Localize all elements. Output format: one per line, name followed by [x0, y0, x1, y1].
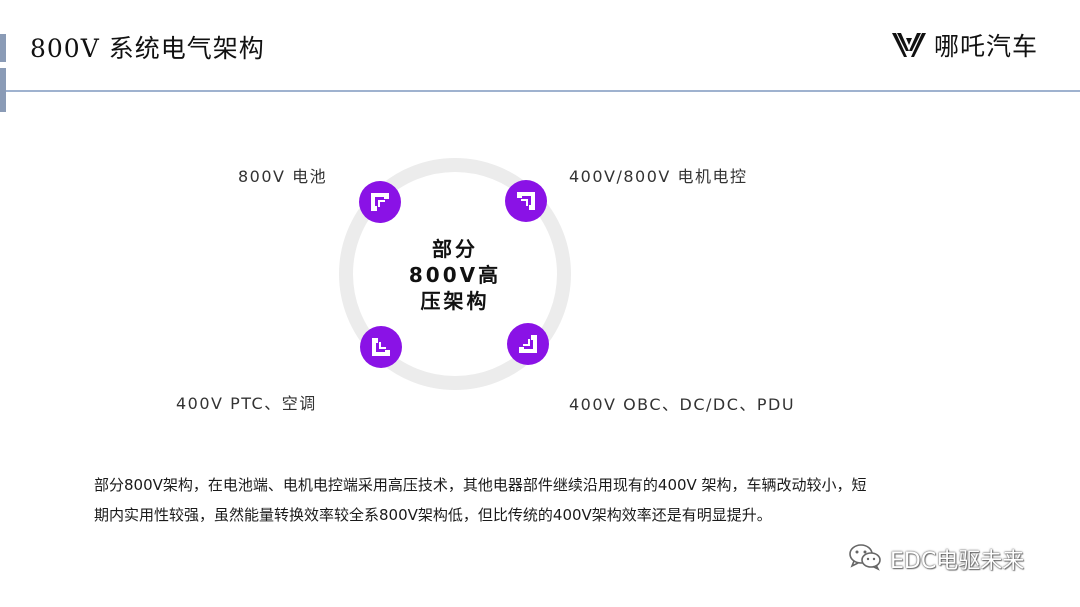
corner-arrow-top-right-icon: [517, 192, 535, 210]
corner-arrow-bottom-left-icon: [372, 338, 390, 356]
node-label-ptc-ac: 400V PTC、空调: [176, 394, 317, 413]
node-badge-bottom-right: [507, 323, 549, 365]
watermark-text: EDC电驱未来: [890, 549, 1025, 574]
slide-title: 800V 系统电气架构: [30, 34, 265, 63]
node-label-motor-controller: 400V/800V 电机电控: [569, 167, 748, 186]
watermark: EDC电驱未来: [848, 543, 1024, 575]
description-line: 期内实用性较强，虽然能量转换效率较全系800V架构低，但比传统的400V架构效率…: [94, 506, 772, 524]
node-badge-top-left: [359, 181, 401, 223]
nezha-wings-logo-icon: [890, 30, 928, 60]
center-line: 800V高: [408, 263, 502, 287]
wechat-icon: [848, 543, 882, 575]
side-accent-bar: [0, 68, 6, 112]
node-label-battery: 800V 电池: [238, 167, 328, 186]
node-badge-bottom-left: [360, 326, 402, 368]
title-accent-bar: [0, 34, 6, 62]
corner-arrow-bottom-right-icon: [519, 335, 537, 353]
diagram-center-label: 部分 800V高 压架构: [385, 236, 525, 314]
center-line: 部分: [432, 237, 478, 261]
center-line: 压架构: [420, 289, 490, 313]
corner-arrow-top-left-icon: [371, 193, 389, 211]
brand-logo: 哪吒汽车: [890, 27, 1038, 63]
brand-name: 哪吒汽车: [934, 32, 1039, 61]
node-label-obc-dcdc-pdu: 400V OBC、DC/DC、PDU: [569, 395, 796, 414]
header-divider: [6, 90, 1080, 92]
description-paragraph: 部分800V架构，在电池端、电机电控端采用高压技术，其他电器部件继续沿用现有的4…: [94, 470, 1024, 530]
description-line: 部分800V架构，在电池端、电机电控端采用高压技术，其他电器部件继续沿用现有的4…: [94, 476, 867, 494]
node-badge-top-right: [505, 180, 547, 222]
